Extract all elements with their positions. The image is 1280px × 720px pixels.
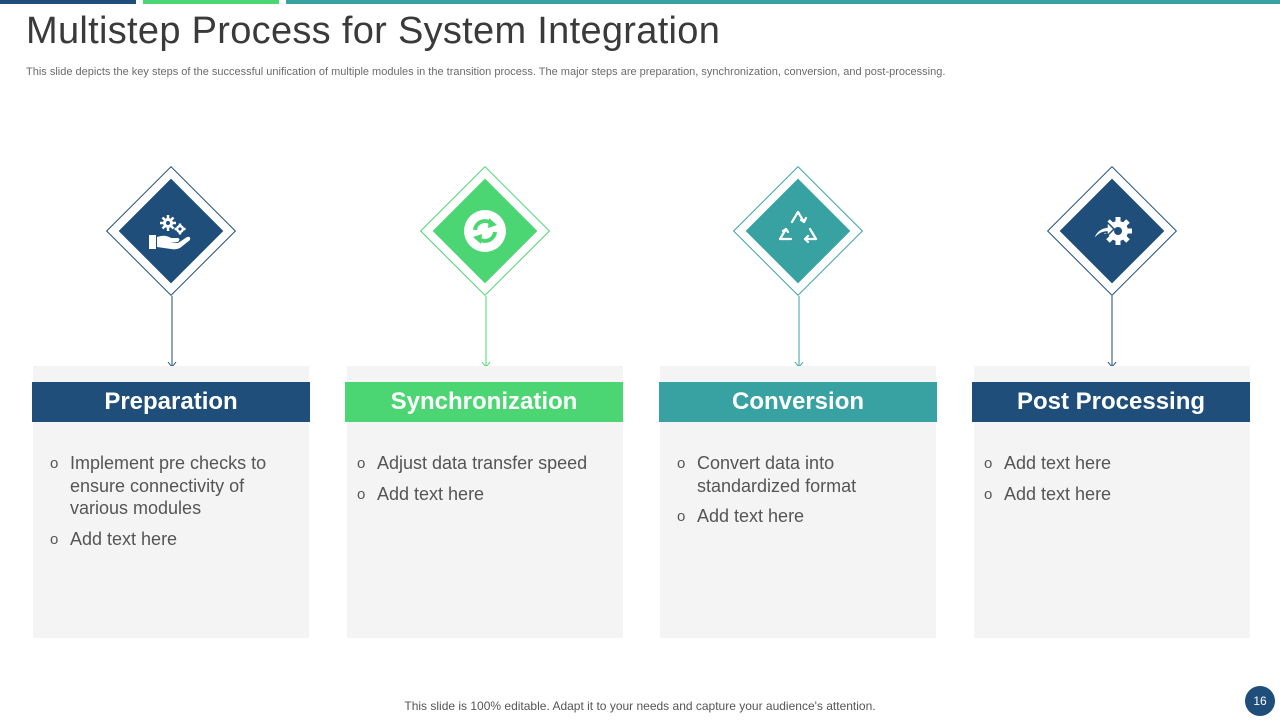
step-1-diamond [105, 165, 237, 297]
step-1-connector-arrow [167, 296, 177, 368]
top-bar-teal [286, 0, 1280, 4]
step-3-connector-arrow [794, 296, 804, 368]
step-1-title: Preparation [32, 382, 310, 422]
page-number-badge: 16 [1245, 686, 1275, 716]
top-bar-navy [0, 0, 136, 4]
step-3-diamond [732, 165, 864, 297]
step-2-connector-arrow [481, 296, 491, 368]
sync-icon [464, 210, 506, 252]
step-4-connector-arrow [1107, 296, 1117, 368]
page-subtitle: This slide depicts the key steps of the … [26, 66, 946, 78]
page-title: Multistep Process for System Integration [26, 10, 721, 52]
step-2-diamond [419, 165, 551, 297]
step-2-title: Synchronization [345, 382, 623, 422]
hand-gears-icon [149, 215, 191, 250]
footer-note: This slide is 100% editable. Adapt it to… [404, 699, 876, 713]
step-3-title: Conversion [659, 382, 937, 422]
gear-arrow-icon [1092, 217, 1132, 245]
top-bar-green [143, 0, 279, 4]
step-4-diamond [1046, 165, 1178, 297]
step-4-title: Post Processing [972, 382, 1250, 422]
recycle-icon [778, 210, 818, 244]
